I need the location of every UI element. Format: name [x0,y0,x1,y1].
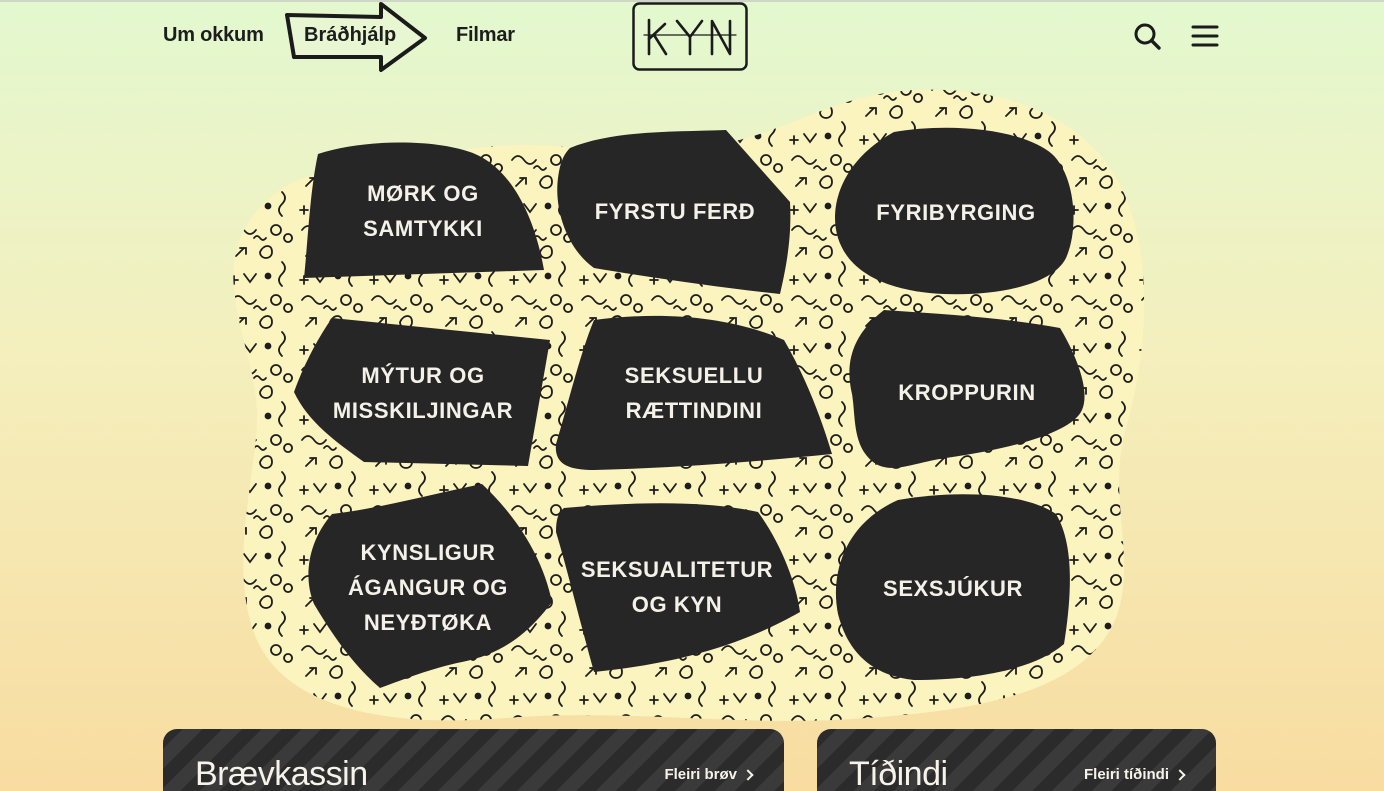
tile-blob-shape [555,315,832,470]
arrow-shape-icon [285,2,427,72]
tile-label: SEKSUALITETUR OG KYN [580,557,774,617]
tile-label: MØRK OG SAMTYKKI [363,181,483,241]
fleiri-tidindi-link[interactable]: Fleiri tíðindi [1084,766,1186,783]
tile-blob-shape [849,310,1085,468]
tile-kroppurin[interactable]: KROPPURIN [846,308,1088,476]
hamburger-menu-icon [1191,25,1219,47]
tile-mytur-og-misskiljingar[interactable]: MÝTUR OG MISSKILJINGAR [292,318,554,468]
tile-fyrstu-ferd[interactable]: FYRSTU FERÐ [554,128,796,294]
tile-kynsligur-agangur-og-neydtoka[interactable]: KYNSLIGUR ÁGANGUR OG NEYÐTØKA [302,484,554,690]
kyn-logo-icon [632,2,748,71]
tile-label: SEXSJÚKUR [883,575,1023,601]
nav-bradhjalp-button[interactable]: Bráðhjálp [284,1,430,73]
tile-blob-shape [557,130,791,294]
tile-blob-shape [556,503,800,672]
nav-bradhjalp-label: Bráðhjálp [304,24,397,46]
fleiri-tidindi-label: Fleiri tíðindi [1084,766,1169,783]
chevron-right-icon [1174,768,1186,781]
tile-label: FYRIBYRGING [876,199,1036,225]
tidindi-panel: Tíðindi Fleiri tíðindi [817,729,1216,791]
tile-blob-shape [834,127,1074,295]
search-button[interactable] [1129,18,1165,54]
fleiri-brov-link[interactable]: Fleiri brøv [664,766,754,783]
tile-blob-shape [308,484,552,688]
fleiri-brov-label: Fleiri brøv [664,766,737,783]
tile-blob-shape [294,318,550,466]
tile-label: KROPPURIN [898,379,1036,405]
chevron-right-icon [742,768,754,781]
tile-fyribyrging[interactable]: FYRIBYRGING [834,126,1078,298]
kyn-logo[interactable] [632,2,748,71]
tile-seksuellu-rettindini[interactable]: SEKSUELLU RÆTTINDINI [554,314,834,472]
nav-filmar[interactable]: Filmar [456,24,515,46]
brevkassin-panel: Brævkassin Fleiri brøv [163,729,784,791]
tile-mork-og-samtykki[interactable]: MØRK OG SAMTYKKI [300,140,546,282]
tile-label: FYRSTU FERÐ [594,198,756,224]
tile-label: SEKSUELLU RÆTTINDINI [624,363,764,423]
top-border [0,0,1384,2]
menu-button[interactable] [1187,18,1223,54]
tile-label: KYNSLIGUR ÁGANGUR OG NEYÐTØKA [348,539,508,635]
nav-um-okkum[interactable]: Um okkum [163,24,264,46]
tile-sexsjukur[interactable]: SEXSJÚKUR [834,494,1072,682]
brevkassin-title: Brævkassin [195,755,368,791]
search-icon [1134,23,1161,50]
tile-label: MÝTUR OG MISSKILJINGAR [332,363,514,423]
tile-seksualitetur-og-kyn[interactable]: SEKSUALITETUR OG KYN [554,502,800,672]
tidindi-title: Tíðindi [849,755,948,791]
tile-blob-shape [835,494,1070,680]
tile-blob-shape [304,142,544,278]
